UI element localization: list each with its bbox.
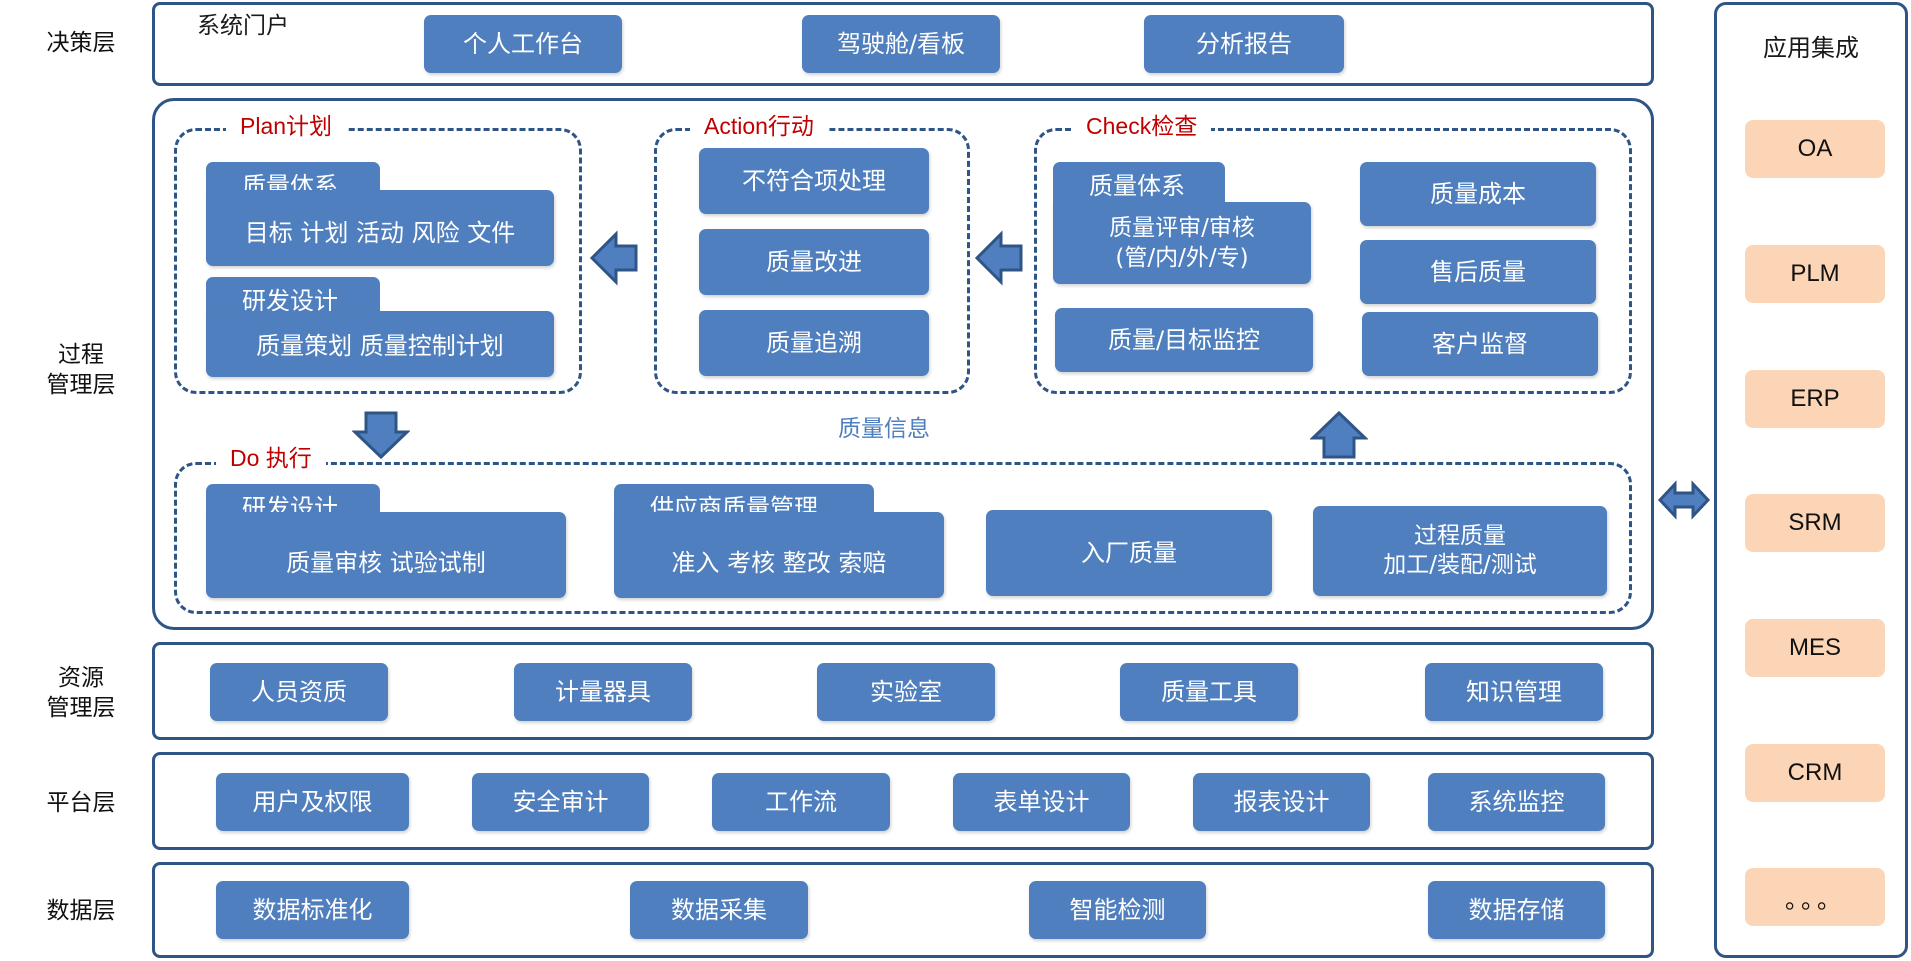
personnel-qualification-button[interactable]: 人员资质 xyxy=(210,663,388,721)
arrow-down-icon xyxy=(352,411,410,460)
check-quality-system-body: 质量评审/审核 (管/内/外/专) xyxy=(1053,202,1311,284)
users-permissions-button[interactable]: 用户及权限 xyxy=(216,773,409,831)
app-mes[interactable]: MES xyxy=(1745,619,1885,677)
app-oa[interactable]: OA xyxy=(1745,120,1885,178)
process-quality-line1: 过程质量 xyxy=(1414,523,1506,549)
nonconformity-handling-button[interactable]: 不符合项处理 xyxy=(699,148,929,214)
data-standardization-button[interactable]: 数据标准化 xyxy=(216,881,409,939)
plan-section xyxy=(174,128,582,394)
system-monitor-button[interactable]: 系统监控 xyxy=(1428,773,1605,831)
after-sales-quality-button[interactable]: 售后质量 xyxy=(1360,240,1596,304)
cockpit-dashboard-button[interactable]: 驾驶舱/看板 xyxy=(802,15,1000,73)
quality-info-label: 质量信息 xyxy=(838,416,930,442)
plan-rd-design-body: 质量策划 质量控制计划 xyxy=(206,311,554,377)
incoming-quality-button[interactable]: 入厂质量 xyxy=(986,510,1272,596)
quality-cost-button[interactable]: 质量成本 xyxy=(1360,162,1596,226)
integration-title: 应用集成 xyxy=(1763,34,1859,62)
resource-layer-frame xyxy=(152,642,1654,740)
intelligent-detection-button[interactable]: 智能检测 xyxy=(1029,881,1206,939)
knowledge-management-button[interactable]: 知识管理 xyxy=(1425,663,1603,721)
layer-label-platform: 平台层 xyxy=(46,790,116,816)
supplier-quality-body: 准入 考核 整改 索赔 xyxy=(614,512,944,598)
analysis-report-button[interactable]: 分析报告 xyxy=(1144,15,1344,73)
app-erp[interactable]: ERP xyxy=(1745,370,1885,428)
double-arrow-icon xyxy=(1657,480,1711,520)
do-section xyxy=(174,462,1632,614)
layer-label-resource: 资源 管理层 xyxy=(46,665,116,721)
quality-traceability-button[interactable]: 质量追溯 xyxy=(699,310,929,376)
process-quality-line2: 加工/装配/测试 xyxy=(1383,552,1537,578)
quality-target-monitor-button[interactable]: 质量/目标监控 xyxy=(1055,308,1313,372)
laboratory-button[interactable]: 实验室 xyxy=(817,663,995,721)
check-title: Check检查 xyxy=(1072,112,1212,140)
check-section xyxy=(1034,128,1632,394)
data-storage-button[interactable]: 数据存储 xyxy=(1428,881,1605,939)
portal-label: 系统门户 xyxy=(197,13,289,39)
action-title: Action行动 xyxy=(690,112,828,140)
customer-supervision-button[interactable]: 客户监督 xyxy=(1362,312,1598,376)
check-quality-system-tab: 质量体系 xyxy=(1053,162,1225,214)
app-crm[interactable]: CRM xyxy=(1745,744,1885,802)
check-review-line1: 质量评审/审核 xyxy=(1109,215,1255,241)
app-more[interactable]: 。。。 xyxy=(1745,868,1885,926)
app-plm[interactable]: PLM xyxy=(1745,245,1885,303)
plan-title: Plan计划 xyxy=(226,112,347,140)
security-audit-button[interactable]: 安全审计 xyxy=(472,773,649,831)
form-design-button[interactable]: 表单设计 xyxy=(953,773,1130,831)
plan-quality-system-body: 目标 计划 活动 风险 文件 xyxy=(206,190,554,266)
workflow-button[interactable]: 工作流 xyxy=(712,773,890,831)
layer-label-process: 过程 管理层 xyxy=(46,342,116,398)
arrow-left-icon xyxy=(975,230,1023,286)
check-review-line2: (管/内/外/专) xyxy=(1115,245,1249,271)
data-collection-button[interactable]: 数据采集 xyxy=(630,881,808,939)
quality-improvement-button[interactable]: 质量改进 xyxy=(699,229,929,295)
layer-label-data: 数据层 xyxy=(46,898,116,924)
arrow-up-icon xyxy=(1310,410,1368,459)
process-quality-button[interactable]: 过程质量 加工/装配/测试 xyxy=(1313,506,1607,596)
quality-tools-button[interactable]: 质量工具 xyxy=(1120,663,1298,721)
app-srm[interactable]: SRM xyxy=(1745,494,1885,552)
measuring-instruments-button[interactable]: 计量器具 xyxy=(514,663,692,721)
do-title: Do 执行 xyxy=(216,444,326,472)
arrow-left-icon xyxy=(590,230,638,286)
layer-label-decision: 决策层 xyxy=(46,30,116,56)
do-rd-design-body: 质量审核 试验试制 xyxy=(206,512,566,598)
personal-workbench-button[interactable]: 个人工作台 xyxy=(424,15,622,73)
report-design-button[interactable]: 报表设计 xyxy=(1193,773,1370,831)
